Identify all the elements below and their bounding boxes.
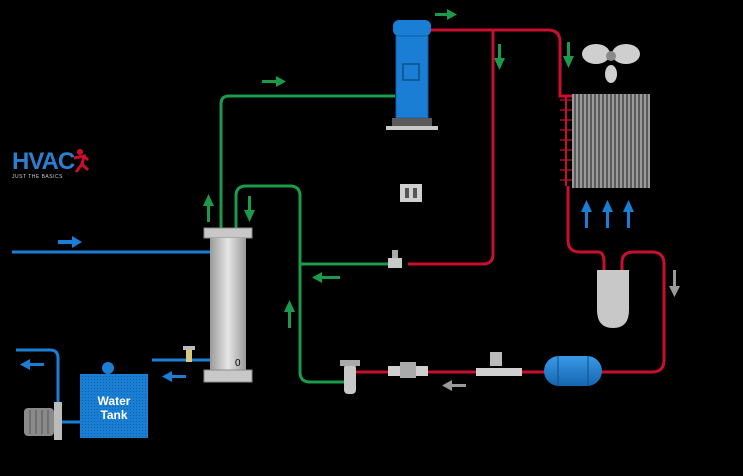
pump-outlet-line <box>16 348 60 410</box>
evaporator-digit: 0 <box>235 358 241 369</box>
logo-figure-icon <box>73 149 90 173</box>
discharge-line <box>430 28 572 98</box>
water-pump <box>24 402 62 440</box>
sight-glass <box>476 352 522 376</box>
filter-drier <box>340 360 360 394</box>
arrow-left-green <box>312 272 340 283</box>
water-tank <box>80 362 148 438</box>
liquid-separator <box>597 270 629 328</box>
arrow-grey-down <box>669 270 680 297</box>
logo-tagline: JUST THE BASICS <box>12 174 63 180</box>
water-tank-label: Water Tank <box>80 394 148 422</box>
evaporator <box>203 227 253 383</box>
arrow-evap-up <box>203 194 214 222</box>
arrow-air-1 <box>581 200 592 228</box>
suction-line <box>219 94 395 232</box>
solenoid-valve <box>388 362 428 378</box>
arrow-evap-down <box>244 196 255 222</box>
arrow-pump-out <box>20 359 44 370</box>
arrow-air-2 <box>602 200 613 228</box>
arrow-water-return <box>162 371 186 382</box>
condenser-fan-icon <box>582 44 640 83</box>
arrow-water-in <box>58 236 82 248</box>
water-tank-label-line2: Tank <box>100 408 128 422</box>
control-box <box>400 184 422 202</box>
logo-text: HVAC <box>12 148 75 175</box>
temperature-sensor <box>183 346 195 362</box>
arrow-down-2 <box>563 42 574 68</box>
evaporator-loop-line <box>234 184 344 384</box>
arrow-top-right <box>435 9 457 20</box>
air-condenser <box>560 94 650 188</box>
arrow-up-green <box>284 300 295 328</box>
liquid-receiver <box>544 356 602 386</box>
arrow-air-3 <box>623 200 634 228</box>
compressor <box>386 20 438 130</box>
water-tank-label-line1: Water <box>97 394 131 408</box>
hot-gas-bypass-line <box>408 30 495 266</box>
condenser-outlet-line <box>566 186 606 272</box>
separator-return-line <box>600 250 666 374</box>
hvac-logo: HVAC JUST THE BASICS <box>10 148 90 188</box>
arrow-down-1 <box>494 44 505 70</box>
arrow-suction-right <box>262 76 286 87</box>
expansion-valve <box>388 250 402 268</box>
arrow-grey-left <box>442 380 466 391</box>
